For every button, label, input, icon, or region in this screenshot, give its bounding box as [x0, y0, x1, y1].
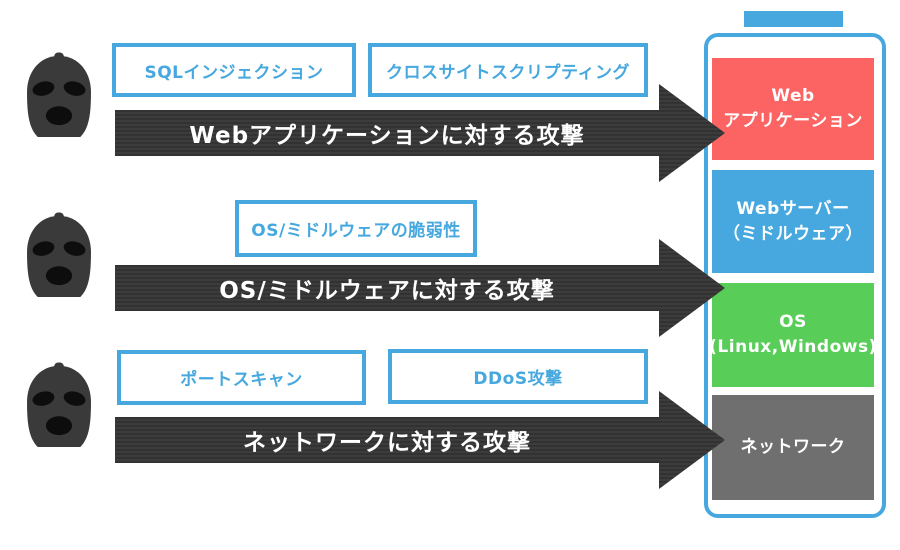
- attack-arrow-network: ネットワークに対する攻撃: [115, 391, 725, 489]
- arrow-label-os-middleware: OS/ミドルウェアに対する攻撃: [219, 278, 555, 304]
- attack-method-tag-sql-injection: SQLインジェクション: [112, 43, 356, 97]
- arrow-shape: [115, 239, 725, 337]
- attack-arrow-webapp: Webアプリケーションに対する攻撃: [115, 84, 725, 182]
- attacker-balaclava-icon: [27, 52, 91, 137]
- arrow-label-network: ネットワークに対する攻撃: [243, 430, 531, 456]
- arrow-label-webapp: Webアプリケーションに対する攻撃: [189, 123, 585, 149]
- attack-method-tag-xss: クロスサイトスクリプティング: [368, 43, 648, 97]
- attack-method-tag-ddos: DDoS攻撃: [388, 349, 648, 404]
- attack-method-tag-port-scan: ポートスキャン: [117, 350, 366, 405]
- arrow-shape: [115, 391, 725, 489]
- stack-layer-os: OS (Linux,Windows): [709, 283, 876, 387]
- attacker-balaclava-icon: [27, 362, 91, 447]
- stack-layer-web-application: Web アプリケーション: [712, 58, 874, 160]
- server-stack-tab: [744, 11, 843, 27]
- attack-arrow-os-middleware: OS/ミドルウェアに対する攻撃: [115, 239, 725, 337]
- arrow-shape: [115, 84, 725, 182]
- stack-layer-web-server-middleware: Webサーバー （ミドルウェア）: [712, 170, 874, 273]
- attacker-balaclava-icon: [27, 212, 91, 297]
- attack-method-tag-os-middleware-vulnerability: OS/ミドルウェアの脆弱性: [235, 200, 477, 257]
- stack-layer-network: ネットワーク: [712, 395, 874, 500]
- server-stack-container: Web アプリケーション Webサーバー （ミドルウェア） OS (Linux,…: [704, 33, 886, 518]
